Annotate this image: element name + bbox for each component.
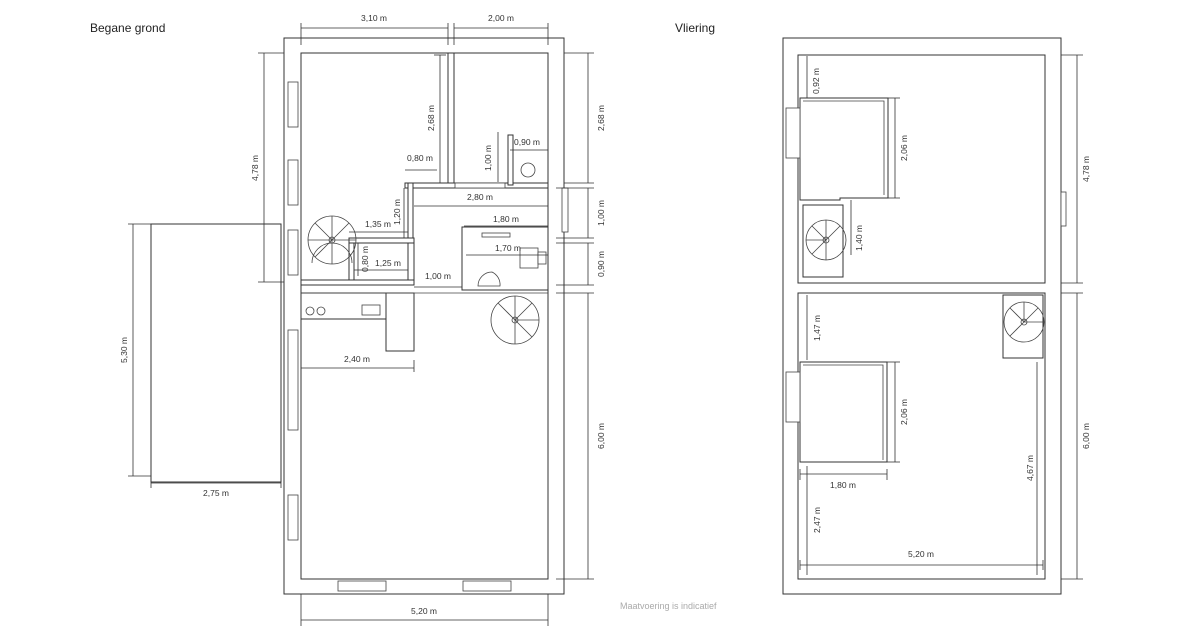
dim-annex-height: 5,30 m	[119, 337, 129, 363]
annex-outline	[150, 223, 282, 483]
cistern	[537, 251, 547, 265]
dim-attic-right-lower: 6,00 m	[1081, 423, 1091, 449]
sink	[361, 304, 381, 316]
dim-hall-280: 2,80 m	[467, 192, 493, 202]
dim-door-100: 1,00 m	[425, 271, 451, 281]
ground-floor-heading: Begane grond	[90, 21, 165, 35]
toilet	[519, 247, 539, 269]
dim-attic-lower-147: 1,47 m	[812, 315, 822, 341]
dim-attic-left-247: 2,47 m	[812, 507, 822, 533]
closet-wall	[407, 242, 415, 284]
dimension-note: Maatvoering is indicatief	[620, 601, 717, 611]
dim-wall-080: 0,80 m	[407, 153, 433, 163]
dim-attic-inner-467: 4,67 m	[1025, 455, 1035, 481]
dim-annex-width: 2,75 m	[203, 488, 229, 498]
attic-upper-box	[799, 97, 889, 201]
dim-right-lower: 6,00 m	[596, 423, 606, 449]
dim-bath-180: 1,80 m	[493, 214, 519, 224]
hob	[316, 306, 326, 316]
interior-wall	[447, 52, 455, 187]
window	[287, 229, 299, 276]
window	[287, 329, 299, 431]
wc-wall	[507, 134, 514, 186]
hall-wall	[300, 279, 415, 286]
dim-top-left: 3,10 m	[361, 13, 387, 23]
window	[287, 494, 299, 541]
attic-lower-box	[799, 361, 888, 463]
bath-door	[481, 232, 511, 238]
dim-bath-170: 1,70 m	[495, 243, 521, 253]
dim-left-upper: 4,78 m	[250, 155, 260, 181]
dim-attic-box-width: 1,80 m	[830, 480, 856, 490]
dim-closet-080: 0,80 m	[360, 246, 370, 272]
window	[337, 580, 387, 592]
attic-heading: Vliering	[675, 21, 715, 35]
landing-wall	[407, 182, 414, 242]
spiral-stair	[307, 215, 357, 265]
dim-attic-right-upper: 4,78 m	[1081, 156, 1091, 182]
dim-attic-width-520: 5,20 m	[908, 549, 934, 559]
ground-floor: 3,10 m 2,00 m 4,78 m 2,68 m 2,68 m 0,80 …	[119, 13, 606, 626]
dim-right-upper: 2,68 m	[596, 105, 606, 131]
door	[454, 182, 506, 189]
spiral-stair	[1003, 301, 1045, 343]
dim-attic-stair-140: 1,40 m	[854, 225, 864, 251]
shower	[477, 271, 501, 287]
spiral-stair	[805, 219, 847, 261]
roof-window	[785, 107, 801, 159]
toilet	[520, 162, 536, 178]
window	[1060, 191, 1067, 227]
landing-wall	[348, 237, 415, 244]
window	[287, 159, 299, 206]
roof-window	[785, 371, 801, 423]
dim-top-right: 2,00 m	[488, 13, 514, 23]
attic-stair-well	[1002, 294, 1044, 359]
attic-floor: 0,92 m 2,06 m 4,78 m 1,40 m 1,47 m 2,06 …	[782, 37, 1091, 595]
window	[287, 81, 299, 128]
dim-wc-width: 0,90 m	[514, 137, 540, 147]
dim-hall-height: 2,68 m	[426, 105, 436, 131]
dim-bottom-width: 5,20 m	[411, 606, 437, 616]
spiral-stair	[490, 295, 540, 345]
dim-attic-top-092: 0,92 m	[811, 68, 821, 94]
dim-kitchen-240: 2,40 m	[344, 354, 370, 364]
dim-right-090: 0,90 m	[596, 251, 606, 277]
window	[462, 580, 512, 592]
kitchen-counter	[385, 292, 415, 352]
dim-wc-height: 1,00 m	[483, 145, 493, 171]
hob	[305, 306, 315, 316]
dim-attic-upper-box: 2,06 m	[899, 135, 909, 161]
dim-stair-135: 1,35 m	[365, 219, 391, 229]
dim-attic-lower-box: 2,06 m	[899, 399, 909, 425]
dim-closet-125: 1,25 m	[375, 258, 401, 268]
window	[561, 187, 569, 233]
dim-right-100: 1,00 m	[596, 200, 606, 226]
closet-wall	[348, 242, 355, 284]
dim-landing-height: 1,20 m	[392, 199, 402, 225]
